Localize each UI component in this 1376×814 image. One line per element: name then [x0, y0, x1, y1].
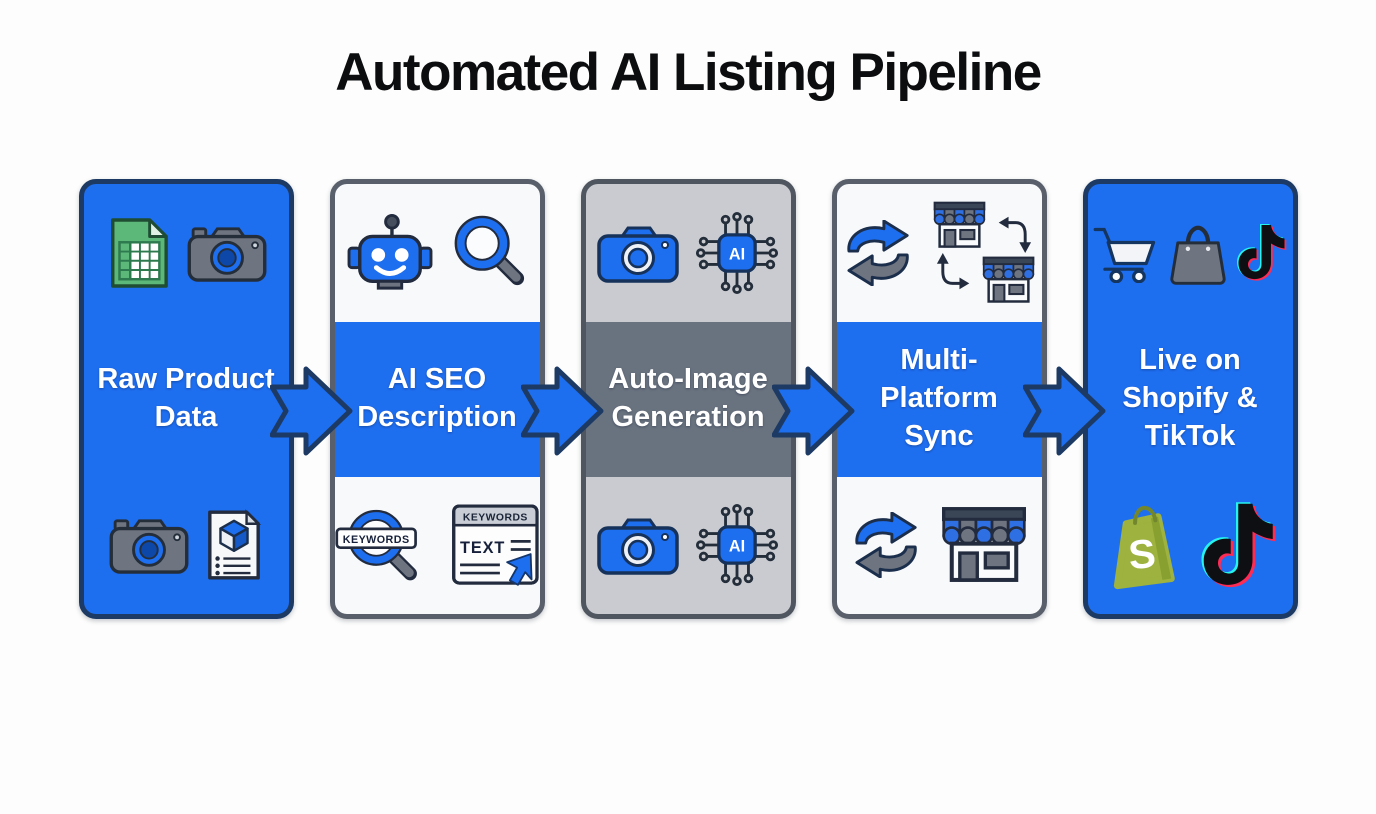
stage2-label: AI SEO Description — [357, 363, 517, 433]
stage3-label: Auto-Image Generation — [608, 363, 768, 433]
stage2-bottom-icons: KEYWORDS KEYWORDS TEXT — [334, 477, 540, 615]
camera-icon — [597, 514, 679, 576]
page-title: Automated AI Listing Pipeline — [335, 43, 1042, 102]
shopify-icon: S — [1113, 506, 1175, 590]
camera-icon — [597, 222, 679, 284]
flow-arrow-icon — [269, 366, 352, 456]
flow-arrow-icon — [520, 366, 603, 456]
cart-icon — [1093, 227, 1156, 283]
flow-arrow-icon — [1022, 366, 1105, 456]
stage-card-ai-seo-description: AI SEO Description KEYWORDS KEYWORDS TEX… — [329, 179, 545, 619]
stage5-label: Live on Shopify & TikTok — [1122, 344, 1258, 452]
product-document-icon — [208, 509, 262, 580]
stage5-band: Live on Shopify & TikTok — [1088, 322, 1293, 477]
stage3-bottom-icons — [586, 477, 791, 615]
spreadsheet-icon — [111, 218, 168, 288]
stage3-top-icons — [586, 184, 791, 322]
svg-text:S: S — [1127, 530, 1158, 578]
keywords-text-icon: KEYWORDS TEXT — [451, 504, 539, 586]
stage1-top-icons — [84, 184, 289, 322]
ai-chip-icon — [695, 503, 779, 587]
stage2-top-icons — [335, 184, 540, 322]
stage4-top-icons — [837, 184, 1042, 322]
svg-text:KEYWORDS: KEYWORDS — [463, 513, 528, 524]
svg-text:KEYWORDS: KEYWORDS — [342, 534, 409, 546]
stage4-bottom-icons — [837, 477, 1042, 615]
stage3-band: Auto-Image Generation — [585, 321, 791, 477]
stage4-band: Multi-Platform Sync — [836, 321, 1042, 477]
stage1-label: Raw Product Data — [97, 363, 275, 433]
svg-text:TEXT: TEXT — [460, 539, 505, 557]
stage1-band: Raw Product Data — [84, 322, 289, 477]
stage4-label: Multi-Platform Sync — [880, 344, 998, 452]
stage1-bottom-icons — [84, 477, 289, 615]
ai-chip-icon — [695, 211, 779, 295]
stage5-top-icons — [1088, 184, 1293, 322]
stage5-bottom-icons: S — [1088, 477, 1293, 615]
robot-icon — [347, 213, 433, 290]
shopping-bag-icon — [1170, 225, 1226, 285]
tiktok-icon — [1200, 499, 1278, 591]
stage-card-live-on-shopify-tiktok: Live on Shopify & TikTok S — [1082, 179, 1298, 619]
storefront-pair-icon — [933, 201, 1035, 303]
sync-arrows-icon — [843, 220, 917, 286]
magnifier-icon — [454, 215, 525, 285]
sync-arrows-icon — [851, 512, 925, 578]
stage-card-raw-product-data: Raw Product Data — [78, 179, 294, 619]
storefront-icon — [941, 506, 1027, 584]
camera-icon — [109, 515, 189, 575]
stage-card-multi-platform-sync: Multi-Platform Sync — [831, 179, 1047, 619]
stage-card-auto-image-generation: Auto-Image Generation — [580, 179, 796, 619]
flow-arrow-icon — [771, 366, 854, 456]
pipeline-diagram: Raw Product Data — [78, 179, 1298, 619]
stage2-band: AI SEO Description — [334, 321, 540, 477]
camera-icon — [187, 223, 267, 283]
tiktok-icon — [1236, 222, 1288, 283]
keywords-magnifier-icon: KEYWORDS — [334, 510, 417, 581]
